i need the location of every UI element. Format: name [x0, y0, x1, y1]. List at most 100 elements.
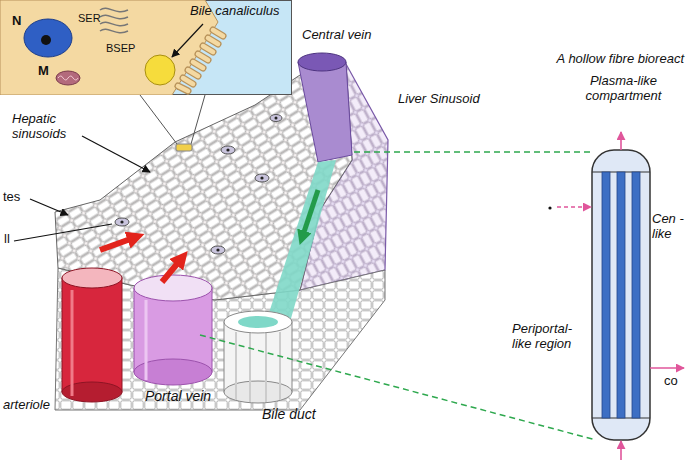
bioreactor: A hollow fibre bioreactPlasma-like compa… [540, 52, 688, 461]
inset-pointer [140, 95, 177, 144]
mitochondrion [58, 76, 78, 80]
nucleus [24, 19, 72, 57]
blood-flow-arrow [100, 237, 136, 250]
vessel-label: Bile duct [262, 406, 316, 422]
kupffer-cell [270, 115, 282, 122]
bile-canaliculus [145, 55, 175, 85]
structure-label: tes [3, 190, 20, 205]
central-vein [298, 53, 346, 71]
bile-duct-vessel [249, 333, 251, 402]
flow-arrow [548, 206, 551, 209]
microvilli [193, 62, 203, 68]
smooth-er [100, 29, 128, 32]
portal-vein-vessel [134, 275, 212, 385]
hollow-fibre [602, 172, 610, 418]
bioreactor-shape [540, 52, 688, 461]
microvilli [183, 78, 193, 84]
region-label: Cen -like [652, 212, 686, 242]
bioreactor-title: A hollow fibre bioreact [557, 52, 684, 67]
blood-flow-arrow [162, 258, 182, 282]
flow-arrow [620, 441, 622, 460]
smooth-er [100, 22, 128, 25]
nucleus [24, 19, 72, 57]
kupffer-cell [255, 174, 269, 182]
mitochondrion [56, 71, 80, 85]
correspondence-line [200, 152, 596, 440]
microvilli [208, 38, 218, 44]
portal-vein-vessel [145, 300, 148, 380]
smooth-er [100, 8, 128, 32]
bioreactor-housing [592, 150, 650, 440]
hepatocyte-body [0, 0, 218, 95]
mitochondrion-label: M [38, 64, 49, 79]
mitochondrion [56, 71, 80, 85]
vessel-label: arteriole [3, 398, 50, 413]
bile-duct-vessel [265, 333, 267, 402]
blood-flow-arrow [100, 237, 182, 282]
organelle-label: SER [78, 12, 101, 25]
hollow-fibre [617, 172, 625, 418]
kupffer-cell [115, 115, 282, 255]
inset-pointer [191, 95, 205, 144]
nucleus-label: N [12, 14, 21, 29]
kupffer-cell [260, 176, 263, 179]
microvilli [208, 38, 218, 44]
inset-pointer [140, 95, 205, 151]
inset-pointer [176, 144, 192, 151]
bile-duct-vessel [224, 311, 292, 333]
microvilli [203, 46, 213, 52]
structure-label: Hepatic sinusoids [12, 112, 80, 142]
kupffer-cell [211, 246, 225, 254]
smooth-er [100, 15, 128, 18]
bile-duct-vessel [279, 332, 281, 400]
nucleus [41, 35, 51, 45]
microvilli [203, 46, 213, 52]
compartment-label: Plasma-like compartment [576, 74, 671, 104]
microvilli [193, 62, 203, 68]
correspondence-line [354, 151, 590, 153]
kupffer-cell [120, 220, 123, 223]
kupffer-cell [221, 146, 235, 154]
microvilli [188, 70, 198, 76]
flow-arrow [548, 132, 684, 460]
microvilli [178, 30, 223, 91]
arteriole-vessel [62, 268, 122, 288]
flow-arrow [620, 132, 622, 150]
microvilli [198, 54, 208, 60]
cell-inset-shape [1, 1, 292, 95]
bile-flow-band [266, 160, 336, 322]
kupffer-cell [115, 218, 129, 226]
hepatocyte-body [0, 0, 218, 95]
structure-label: Central vein [302, 28, 371, 43]
structure-label: Bile canaliculus [190, 4, 280, 19]
flow-arrow [557, 206, 591, 208]
bile-duct-vessel [238, 316, 278, 328]
bile-flow-band [266, 160, 336, 322]
portal-vein-vessel [134, 275, 212, 301]
kupffer-cell [226, 148, 229, 151]
leader-line [172, 24, 203, 57]
region-label: Periportal-like region [512, 322, 586, 352]
bile-flow-band [302, 190, 318, 238]
arteriole-vessel [62, 268, 122, 402]
hollow-fibre [602, 172, 640, 418]
bioreactor-housing [592, 150, 650, 440]
flow-arrow [650, 367, 684, 369]
smooth-er [100, 8, 128, 11]
kupffer-cell [275, 117, 278, 120]
central-vein [298, 62, 352, 162]
leader-line [82, 136, 150, 172]
microvilli [178, 86, 188, 91]
vessel-label: Portal vein [145, 388, 211, 404]
port-label: co [664, 374, 678, 389]
arteriole-vessel [71, 290, 74, 396]
microvilli [178, 86, 188, 91]
bile-duct-vessel [224, 381, 292, 403]
bile-canaliculus [145, 55, 175, 85]
microvilli [188, 70, 198, 76]
kupffer-cell [216, 248, 219, 251]
leader-line [172, 24, 203, 57]
microvilli [198, 54, 208, 60]
transporter-label: BSEP [106, 42, 135, 55]
